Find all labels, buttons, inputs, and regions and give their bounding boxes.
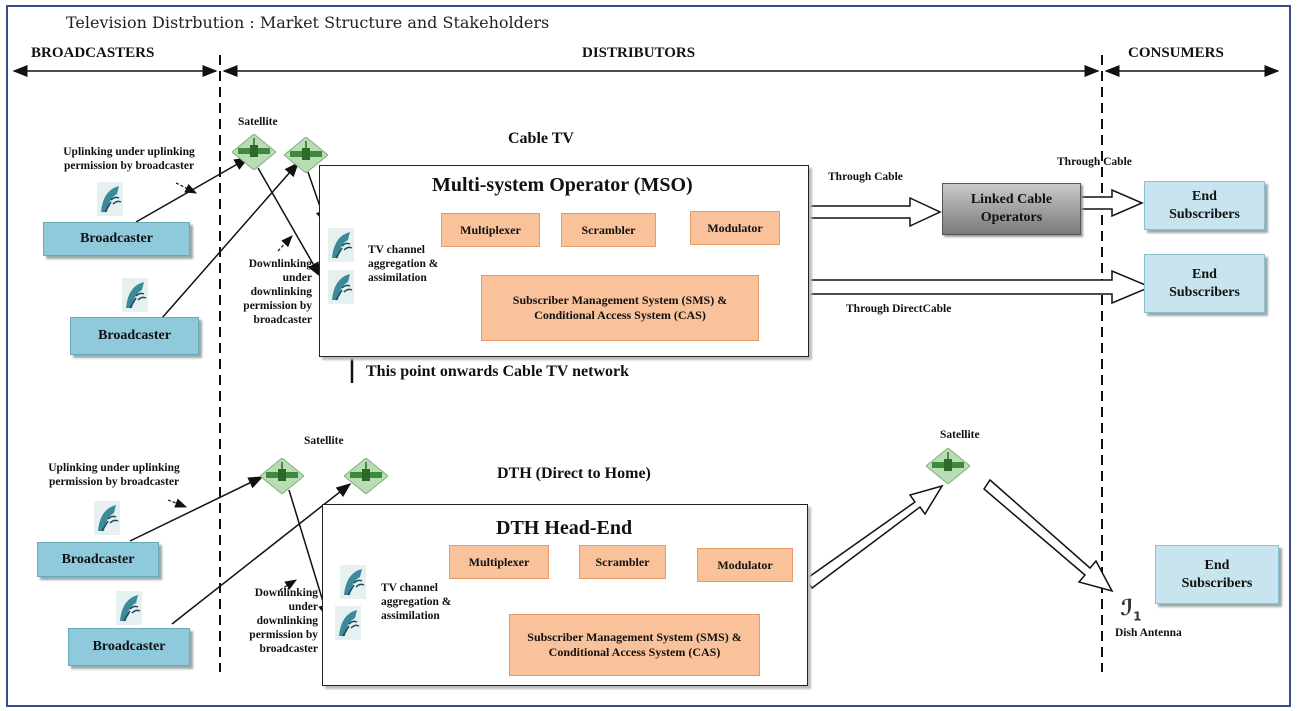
mso-modulator: Modulator xyxy=(690,211,780,245)
cable-downlink-note-pointer xyxy=(277,235,293,252)
dth-right-satellite-label: Satellite xyxy=(940,429,980,441)
dth-uplink-note-pointer xyxy=(167,498,188,508)
cable-uplink-note-pointer xyxy=(175,182,198,194)
cable-section-title: Cable TV xyxy=(508,130,574,147)
dth-downlink-note-pointer xyxy=(279,579,298,591)
dth-headend-title: DTH Head-End xyxy=(496,517,633,539)
cable-direct-to-end-arrow xyxy=(806,269,1152,305)
dth-aggregation-label: TV channel aggregation & assimilation xyxy=(381,582,452,622)
dth-broadcaster-1-dish-icon xyxy=(94,501,120,535)
cable-satellite-icon-1 xyxy=(232,134,276,170)
diagram-title: Television Distrbution : Market Structur… xyxy=(66,13,550,32)
mso-scrambler: Scrambler xyxy=(561,213,656,247)
mso-sms-cas: Subscriber Management System (SMS) & Con… xyxy=(481,275,759,341)
mso-dish-icon-2 xyxy=(328,270,354,304)
dth-scrambler: Scrambler xyxy=(579,545,666,579)
cable-end-subscribers-2: End Subscribers xyxy=(1144,254,1265,313)
dth-downlink-note: Downlinking under downlinking permission… xyxy=(249,587,318,655)
cable-broadcaster-2: Broadcaster xyxy=(70,317,199,355)
cable-network-note: This point onwards Cable TV network xyxy=(366,363,630,380)
dth-multiplexer: Multiplexer xyxy=(449,545,549,579)
cable-uplink-note: Uplinking under uplinking permission by … xyxy=(63,146,195,172)
dish-antenna-label: Dish Antenna xyxy=(1115,627,1182,639)
header-broadcasters: BROADCASTERS xyxy=(31,45,155,61)
dth-headend-dish-icon-2 xyxy=(335,606,361,640)
linked-cable-to-end-arrow xyxy=(1079,188,1144,218)
dth-headend-dish-icon-1 xyxy=(340,565,366,599)
mso-multiplexer: Multiplexer xyxy=(441,213,540,247)
mso-title: Multi-system Operator (MSO) xyxy=(432,174,693,196)
through-cable-label-2: Through Cable xyxy=(1057,156,1132,168)
dth-downlink-arrow-1 xyxy=(288,489,330,620)
dth-satellite-to-dish-arrow xyxy=(983,478,1114,593)
dth-section-title: DTH (Direct to Home) xyxy=(497,465,651,482)
header-distributors: DISTRIBUTORS xyxy=(582,45,696,61)
linked-cable-operators: Linked Cable Operators xyxy=(942,183,1081,235)
dth-uplink-note: Uplinking under uplinking permission by … xyxy=(48,462,180,488)
cable-end-subscribers-1: End Subscribers xyxy=(1144,181,1265,230)
through-cable-label-1: Through Cable xyxy=(828,171,903,183)
cable-downlink-arrow-1 xyxy=(257,167,321,278)
dth-satellite-icon-2 xyxy=(344,458,388,494)
dth-satellite-icon-1 xyxy=(260,458,304,494)
cable-broadcaster-2-dish-icon xyxy=(122,278,148,312)
dth-uplink-arrow-2 xyxy=(171,483,352,625)
dth-headend-to-satellite-arrow xyxy=(804,484,944,590)
cable-broadcaster-1-dish-icon xyxy=(97,182,123,216)
through-direct-cable-label: Through DirectCable xyxy=(846,303,952,315)
mso-aggregation-label: TV channel aggregation & assimilation xyxy=(368,244,439,284)
cable-to-linked-cable-arrow xyxy=(806,196,942,228)
cable-broadcaster-1: Broadcaster xyxy=(43,222,190,256)
dth-sms-cas: Subscriber Management System (SMS) & Con… xyxy=(509,614,760,676)
dth-broadcaster-2: Broadcaster xyxy=(68,628,190,666)
mso-dish-icon-1 xyxy=(328,228,354,262)
header-consumers: CONSUMERS xyxy=(1128,45,1224,61)
dth-uplink-arrow-1 xyxy=(129,476,264,542)
dish-antenna-icon: ℐ1 xyxy=(1120,596,1142,624)
dth-broadcaster-2-dish-icon xyxy=(116,591,142,625)
dth-broadcaster-1: Broadcaster xyxy=(37,542,159,577)
dth-modulator: Modulator xyxy=(697,548,793,582)
dth-right-satellite-icon xyxy=(926,448,970,484)
dth-satellite-label: Satellite xyxy=(304,435,344,447)
dth-end-subscribers: End Subscribers xyxy=(1155,545,1279,604)
cable-satellite-label: Satellite xyxy=(238,116,278,128)
cable-downlink-note: Downlinking under downlinking permission… xyxy=(243,258,312,326)
cable-uplink-arrow-2 xyxy=(161,161,299,319)
